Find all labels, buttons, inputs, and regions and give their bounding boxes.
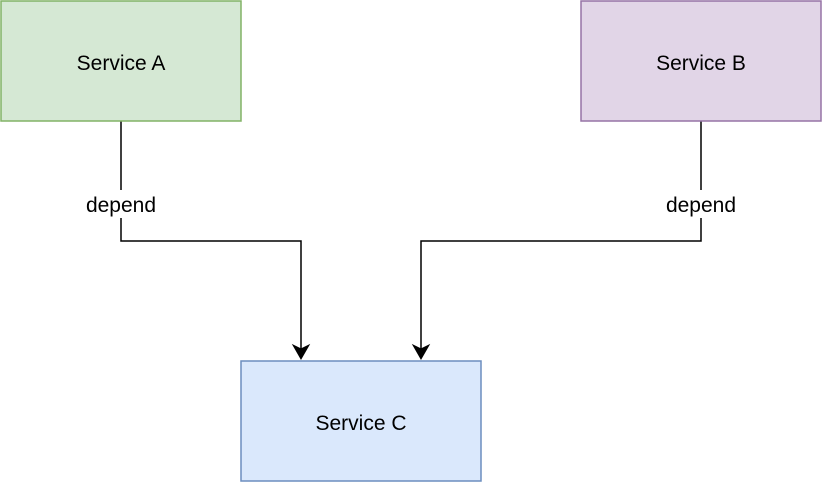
node-service-a[interactable]: Service A: [0, 0, 242, 122]
edge-b-to-c-label-bg: [658, 190, 744, 218]
edge-b-to-c-label: depend: [666, 194, 736, 217]
node-service-b-box: [580, 0, 822, 122]
edge-b-to-c-arrowhead: [411, 343, 431, 361]
node-service-c[interactable]: Service C: [240, 360, 482, 482]
edge-a-to-c-label-bg: [78, 190, 164, 218]
node-service-c-label: Service C: [315, 412, 406, 435]
node-service-a-box: [0, 0, 242, 122]
edge-b-to-c-line: [420, 121, 702, 349]
node-service-b-label: Service B: [656, 52, 746, 75]
edge-a-to-c-arrowhead: [291, 343, 311, 361]
edge-b-to-c: depend: [411, 121, 744, 361]
node-service-a-label: Service A: [77, 52, 166, 75]
node-service-b[interactable]: Service B: [580, 0, 822, 122]
node-service-c-box: [240, 360, 482, 482]
edge-a-to-c-label: depend: [86, 194, 156, 217]
edge-a-to-c-line: [120, 121, 302, 349]
edge-a-to-c: depend: [78, 121, 311, 361]
